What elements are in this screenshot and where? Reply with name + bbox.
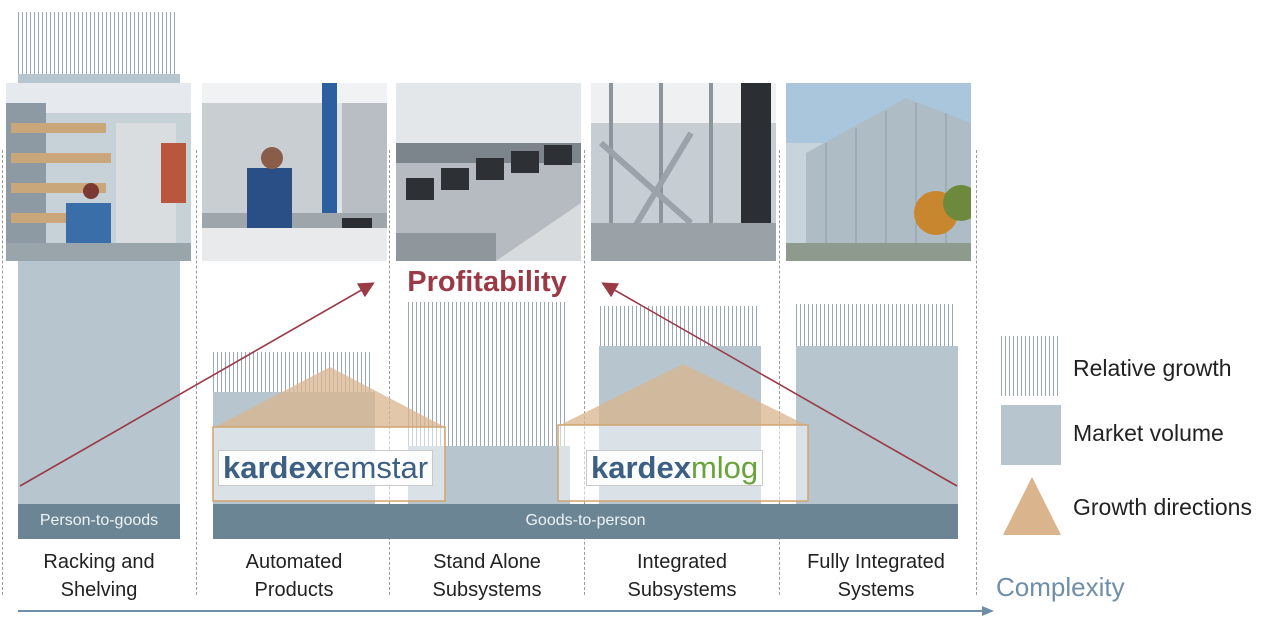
segment-label-fully-integrated: Fully Integrated Systems (776, 548, 976, 604)
brand-name-part1: kardex (223, 450, 323, 485)
kardex-remstar-logo: kardexremstar (218, 450, 434, 486)
column-separator (584, 150, 585, 595)
goods-to-person-bar (213, 504, 958, 539)
segment-label-line: Stand Alone (433, 551, 541, 573)
photo-racking-shelving (6, 83, 191, 261)
column-separator (389, 150, 390, 595)
segment-label-automated-products: Automated Products (196, 548, 392, 604)
brand-name-part2: remstar (322, 450, 429, 485)
legend-relative-growth-label: Relative growth (1073, 355, 1232, 381)
relative-growth-hatch (796, 304, 956, 346)
segment-label-racking-shelving: Racking and Shelving (0, 548, 198, 604)
segment-label-line: Racking and (43, 551, 155, 573)
segment-label-line: Subsystems (627, 579, 737, 601)
brand-name-part2: mlog (690, 450, 759, 485)
profitability-arrow-left (19, 282, 375, 487)
person-to-goods-bar (18, 504, 180, 539)
column-separator (779, 150, 780, 595)
column-separator (196, 150, 197, 595)
segment-label-line: Shelving (60, 579, 138, 601)
relative-growth-hatch (600, 306, 760, 346)
segment-label-line: Fully Integrated (807, 551, 945, 573)
column-separator (2, 150, 3, 595)
relative-growth-hatch (18, 12, 178, 74)
legend-relative-growth-swatch (1001, 336, 1061, 396)
legend-growth-directions-label: Growth directions (1073, 494, 1252, 520)
legend-market-volume-label: Market volume (1073, 420, 1224, 446)
growth-triangle-mlog (560, 364, 806, 425)
segment-label-integrated: Integrated Subsystems (584, 548, 780, 604)
profitability-arrow-right (601, 282, 958, 487)
market-volume-block (796, 346, 958, 506)
segment-label-line: Integrated (636, 551, 728, 573)
complexity-axis-arrow (18, 606, 994, 616)
legend-market-volume-swatch (1001, 405, 1061, 465)
brand-name-part1: kardex (591, 450, 691, 485)
photo-fully-integrated-systems (786, 83, 971, 261)
goods-to-person-label: Goods-to-person (525, 512, 646, 529)
growth-triangle-remstar (215, 367, 445, 427)
segment-label-line: Products (254, 579, 334, 601)
segment-label-line: Subsystems (432, 579, 542, 601)
kardex-mlog-logo: kardexmlog (586, 450, 764, 486)
photo-integrated-subsystems (591, 83, 776, 261)
segment-label-line: Systems (837, 579, 915, 601)
person-to-goods-label: Person-to-goods (39, 512, 159, 529)
legend-growth-directions-swatch (1003, 477, 1061, 535)
photo-stand-alone-subsystems (396, 83, 581, 261)
profitability-title: Profitability (407, 266, 567, 298)
segment-label-line: Automated (245, 551, 343, 573)
segment-label-stand-alone: Stand Alone Subsystems (389, 548, 585, 604)
column-separator (976, 150, 977, 595)
complexity-label: Complexity (996, 572, 1125, 602)
photo-automated-products (202, 83, 387, 261)
